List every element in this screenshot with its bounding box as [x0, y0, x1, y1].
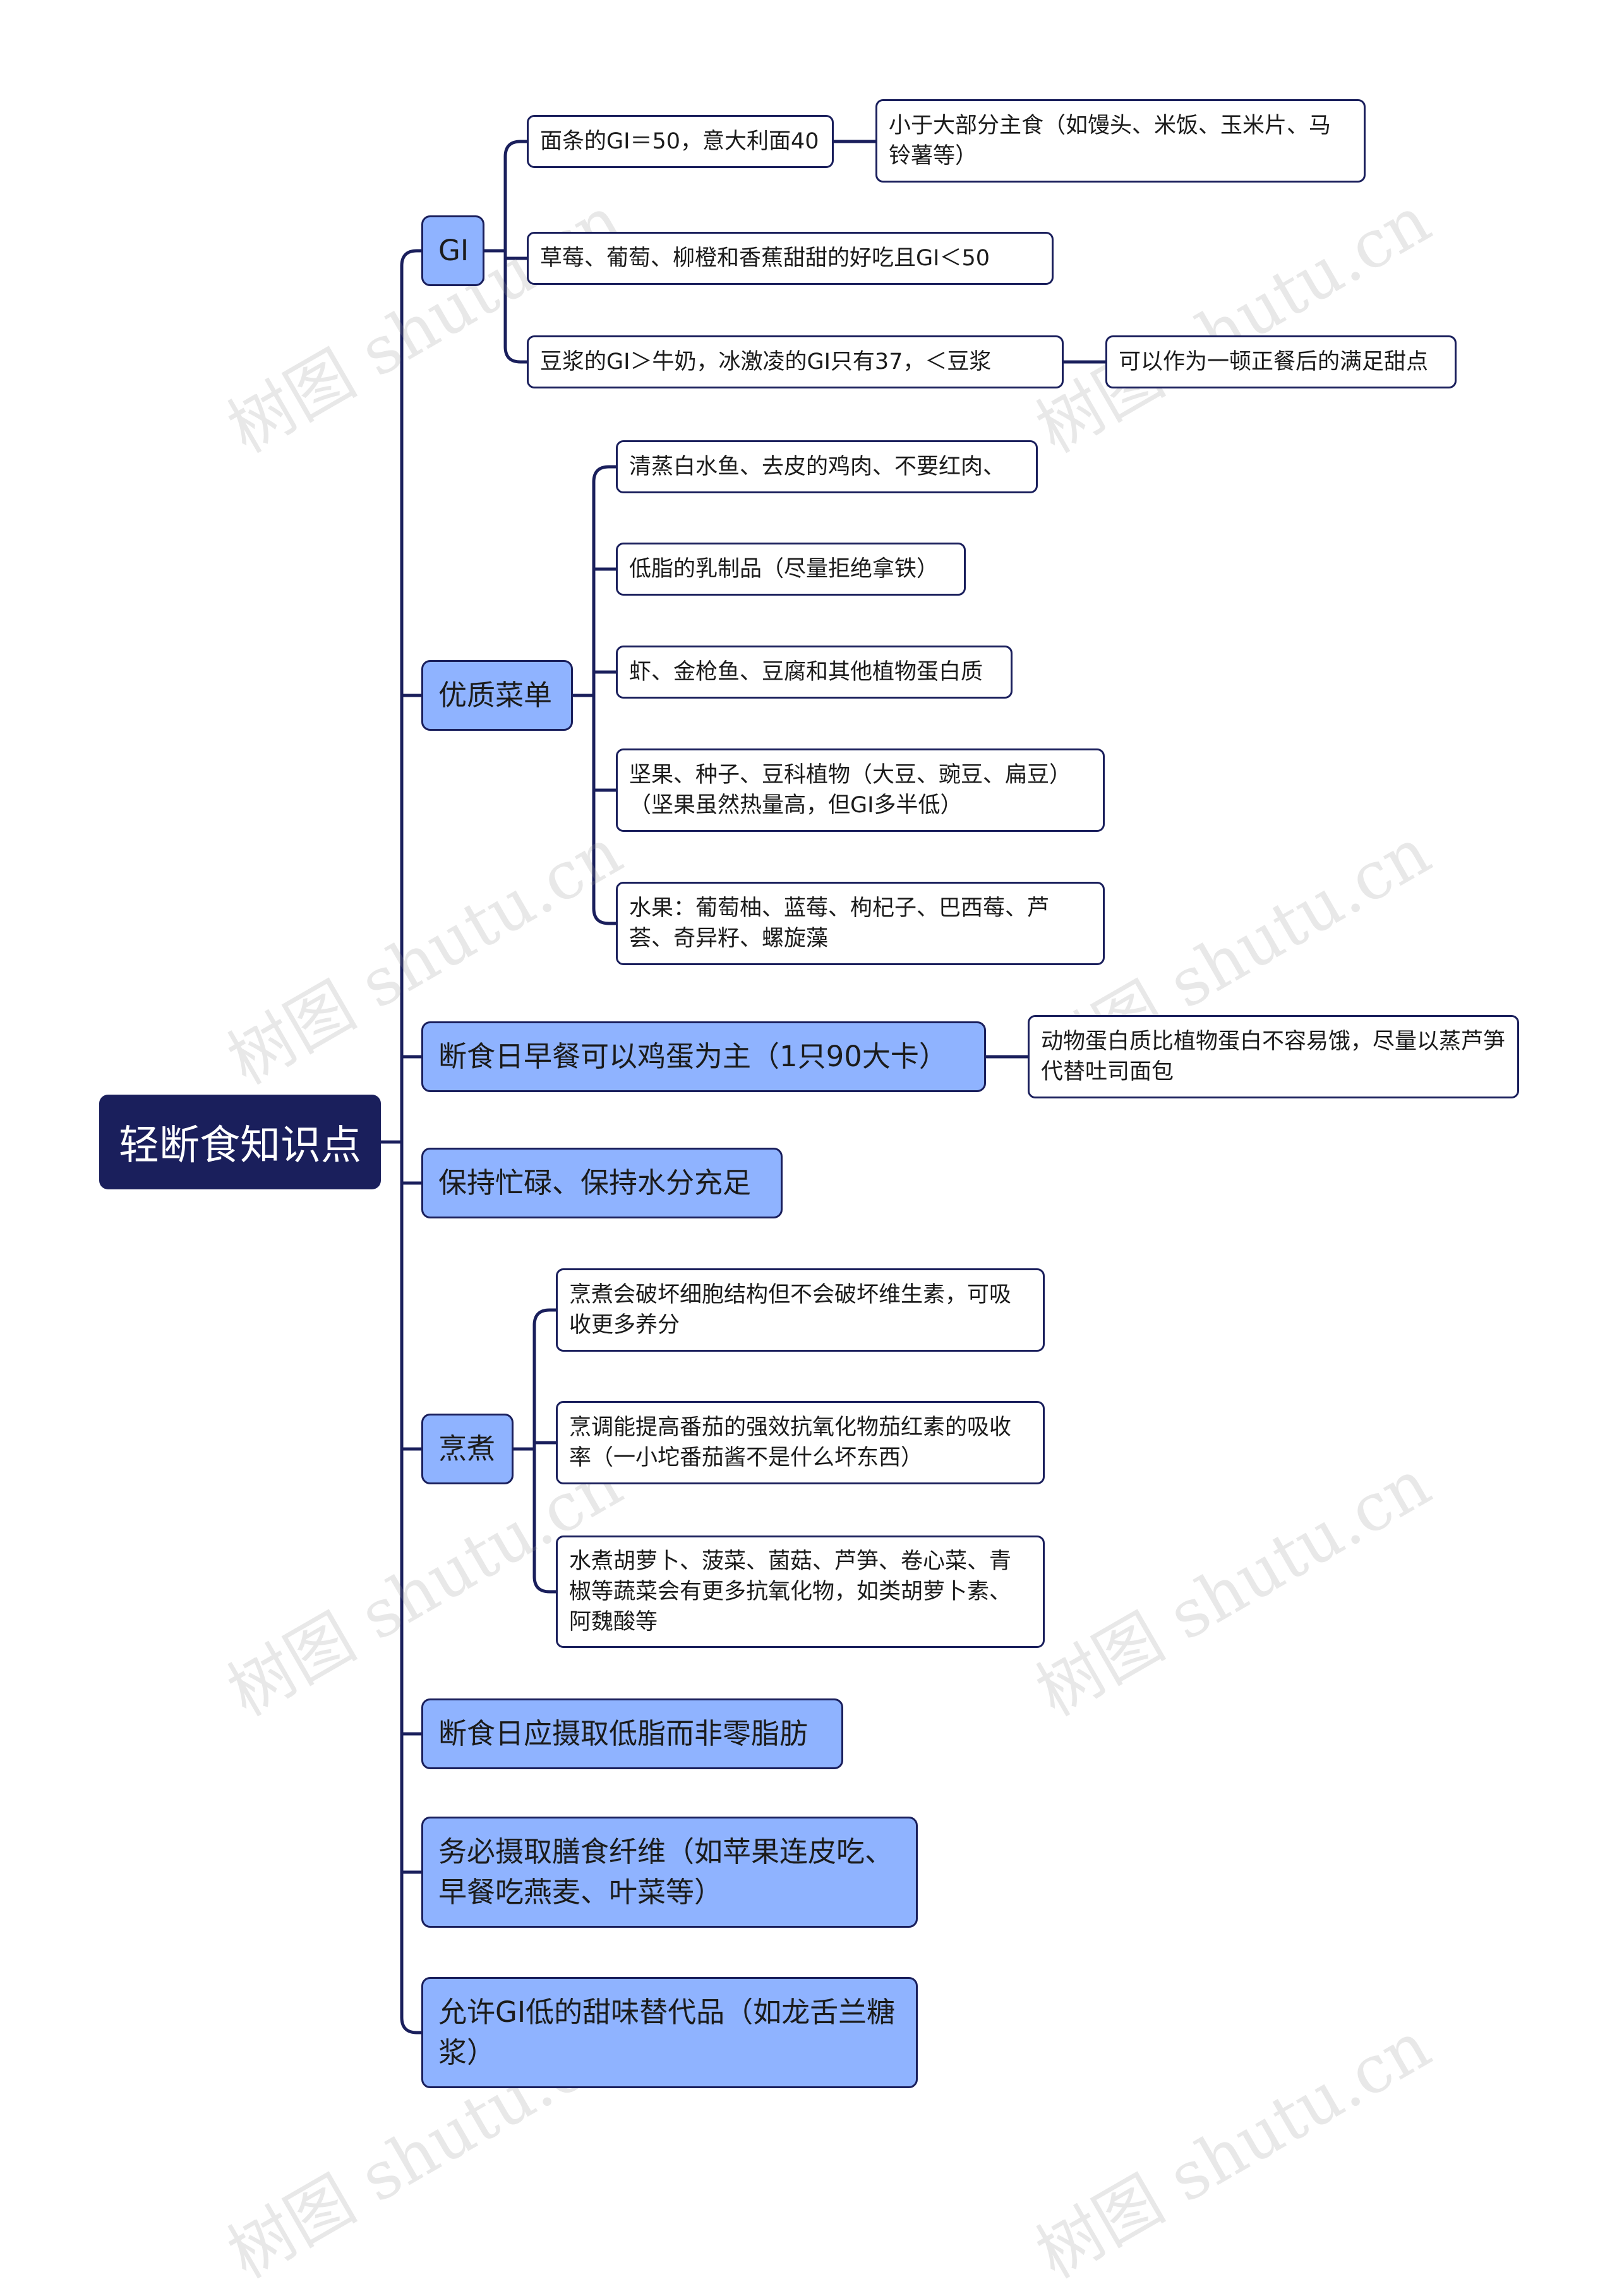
leaf-soymilk-gi[interactable]: 豆浆的GI＞牛奶，冰激凌的GI只有37，＜豆浆 [527, 335, 1064, 388]
branch-cooking[interactable]: 烹煮 [421, 1414, 514, 1484]
cooking-links-link [532, 1308, 558, 1327]
leaf-soymilk-gi-note[interactable]: 可以作为一顿正餐后的满足甜点 [1105, 335, 1457, 388]
branch-sweet-substitute[interactable]: 允许GI低的甜味替代品（如龙舌兰糖浆） [421, 1977, 918, 2088]
gi-links-link [503, 345, 529, 364]
leaf-menu-protein[interactable]: 虾、金枪鱼、豆腐和其他植物蛋白质 [616, 646, 1013, 699]
branch-gi[interactable]: GI [421, 215, 484, 286]
leaf-menu-fish[interactable]: 清蒸白水鱼、去皮的鸡肉、不要红肉、 [616, 440, 1038, 493]
leaf-breakfast-note[interactable]: 动物蛋白质比植物蛋白不容易饿，尽量以蒸芦笋代替吐司面包 [1028, 1015, 1519, 1098]
leaf-noodle-gi[interactable]: 面条的GI＝50，意大利面40 [527, 115, 834, 168]
root-topic[interactable]: 轻断食知识点 [99, 1095, 381, 1189]
branch-connector [400, 2016, 423, 2035]
branch-connector [400, 249, 423, 268]
leaf-noodle-gi-note[interactable]: 小于大部分主食（如馒头、米饭、玉米片、马铃薯等） [875, 99, 1366, 183]
leaf-menu-dairy[interactable]: 低脂的乳制品（尽量拒绝拿铁） [616, 543, 966, 596]
gi-links-link [503, 140, 529, 159]
branch-dietary-fiber[interactable]: 务必摄取膳食纤维（如苹果连皮吃、早餐吃燕麦、叶菜等） [421, 1817, 918, 1928]
branch-quality-menu[interactable]: 优质菜单 [421, 660, 573, 731]
mind-map-canvas: 树图 shutu.cn 树图 shutu.cn 树图 shutu.cn 树图 s… [99, 99, 1519, 2293]
leaf-cooking-vegetables[interactable]: 水煮胡萝卜、菠菜、菌菇、芦笋、卷心菜、青椒等蔬菜会有更多抗氧化物，如类胡萝卜素、… [556, 1536, 1045, 1648]
branch-stay-busy[interactable]: 保持忙碌、保持水分充足 [421, 1148, 783, 1218]
leaf-menu-nuts[interactable]: 坚果、种子、豆科植物（大豆、豌豆、扁豆）（坚果虽然热量高，但GI多半低） [616, 748, 1105, 832]
menu-links-link [592, 465, 618, 484]
branch-fasting-breakfast[interactable]: 断食日早餐可以鸡蛋为主（1只90大卡） [421, 1021, 986, 1092]
leaf-menu-fruit[interactable]: 水果：葡萄柚、蓝莓、枸杞子、巴西莓、芦荟、奇异籽、螺旋藻 [616, 882, 1105, 965]
cooking-links-link [532, 1575, 558, 1594]
leaf-fruit-gi[interactable]: 草莓、葡萄、柳橙和香蕉甜甜的好吃且GI＜50 [527, 232, 1054, 285]
connector-lines [379, 140, 1107, 2035]
leaf-cooking-tomato[interactable]: 烹调能提高番茄的强效抗氧化物茄红素的吸收率（一小坨番茄酱不是什么坏东西） [556, 1401, 1045, 1484]
leaf-cooking-cells[interactable]: 烹煮会破坏细胞结构但不会破坏维生素，可吸收更多养分 [556, 1268, 1045, 1352]
branch-low-fat[interactable]: 断食日应摄取低脂而非零脂肪 [421, 1698, 843, 1769]
menu-links-link [592, 906, 618, 925]
